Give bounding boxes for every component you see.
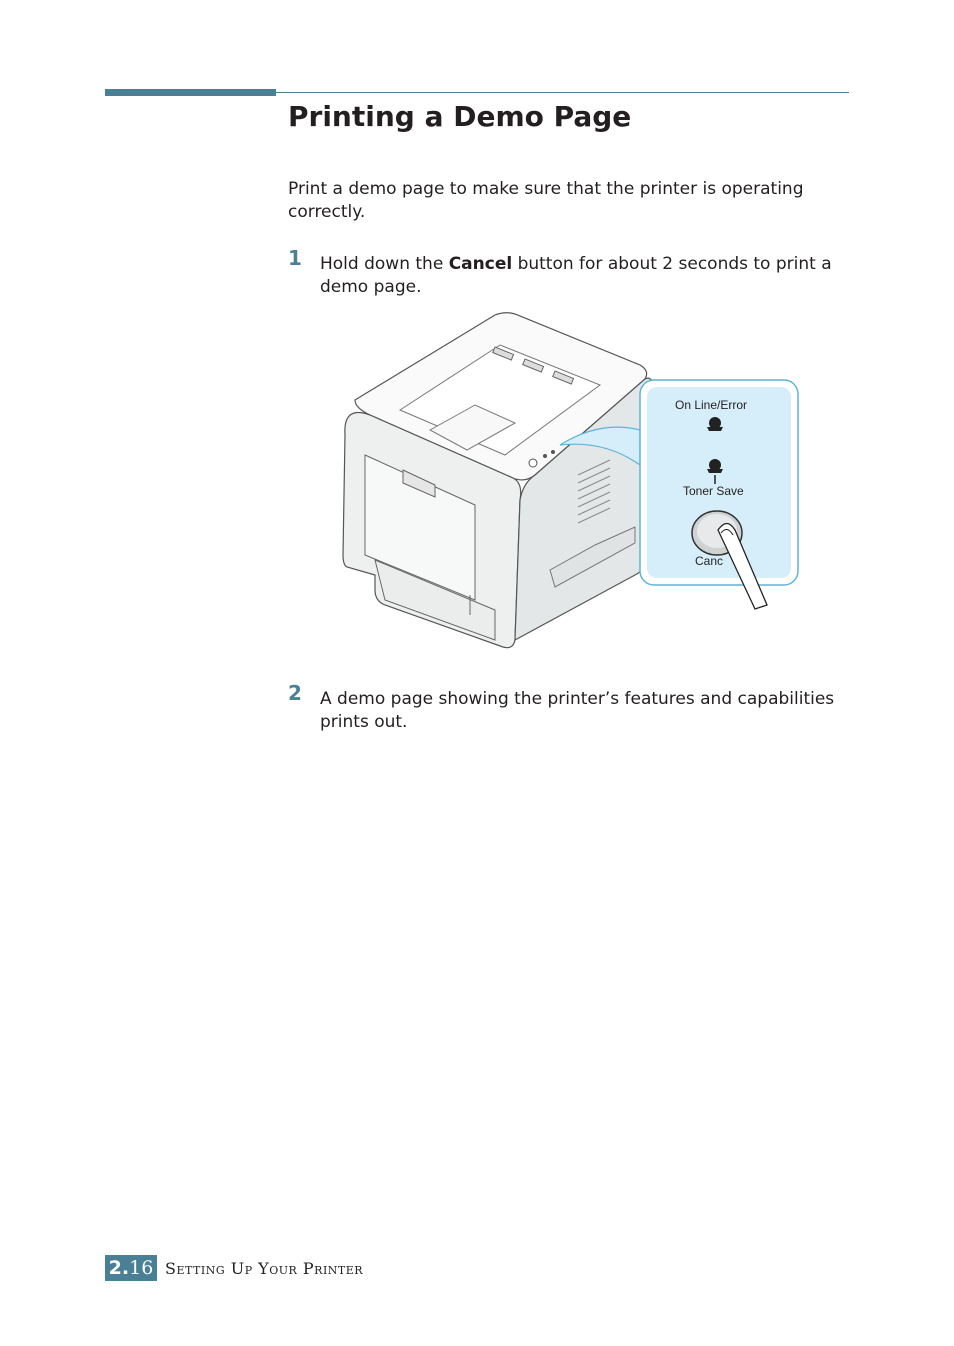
step-1: 1 Hold down the Cancel button for about … <box>288 246 850 299</box>
page-number-badge: 2.16 <box>105 1255 157 1281</box>
step-text: A demo page showing the printer’s featur… <box>320 689 835 732</box>
door-handle <box>402 469 436 498</box>
toner-save-label: Toner Save <box>683 484 744 498</box>
paper-stopper <box>428 404 517 451</box>
page-title: Printing a Demo Page <box>288 100 632 133</box>
step-text: Hold down the Cancel button for about 2 … <box>320 254 832 297</box>
online-error-led <box>707 417 723 431</box>
printer-led <box>543 454 547 458</box>
toner-save-led <box>707 459 723 484</box>
step-2: 2 A demo page showing the printer’s feat… <box>288 681 850 734</box>
finger-icon <box>717 522 768 610</box>
online-error-label: On Line/Error <box>675 398 747 412</box>
footer-chapter-title: Setting Up Your Printer <box>165 1259 364 1278</box>
control-panel-callout: On Line/Error Toner Save Canc <box>639 379 799 586</box>
rear-rollers <box>492 346 575 385</box>
header-rule-thin <box>276 92 849 93</box>
front-door <box>364 454 476 601</box>
paper-tray <box>374 559 496 641</box>
step-number: 1 <box>288 246 302 270</box>
side-vents <box>577 459 611 524</box>
header-rule-thick <box>105 89 276 96</box>
printer-cancel-button <box>528 458 538 468</box>
intro-paragraph: Print a demo page to make sure that the … <box>288 179 804 222</box>
side-handle <box>549 526 636 588</box>
printer-illustration: On Line/Error Toner Save Canc <box>342 312 799 649</box>
printer-led <box>551 450 555 454</box>
cancel-keyword: Cancel <box>448 254 513 274</box>
step-number: 2 <box>288 681 302 705</box>
cancel-label: Canc <box>695 554 723 568</box>
